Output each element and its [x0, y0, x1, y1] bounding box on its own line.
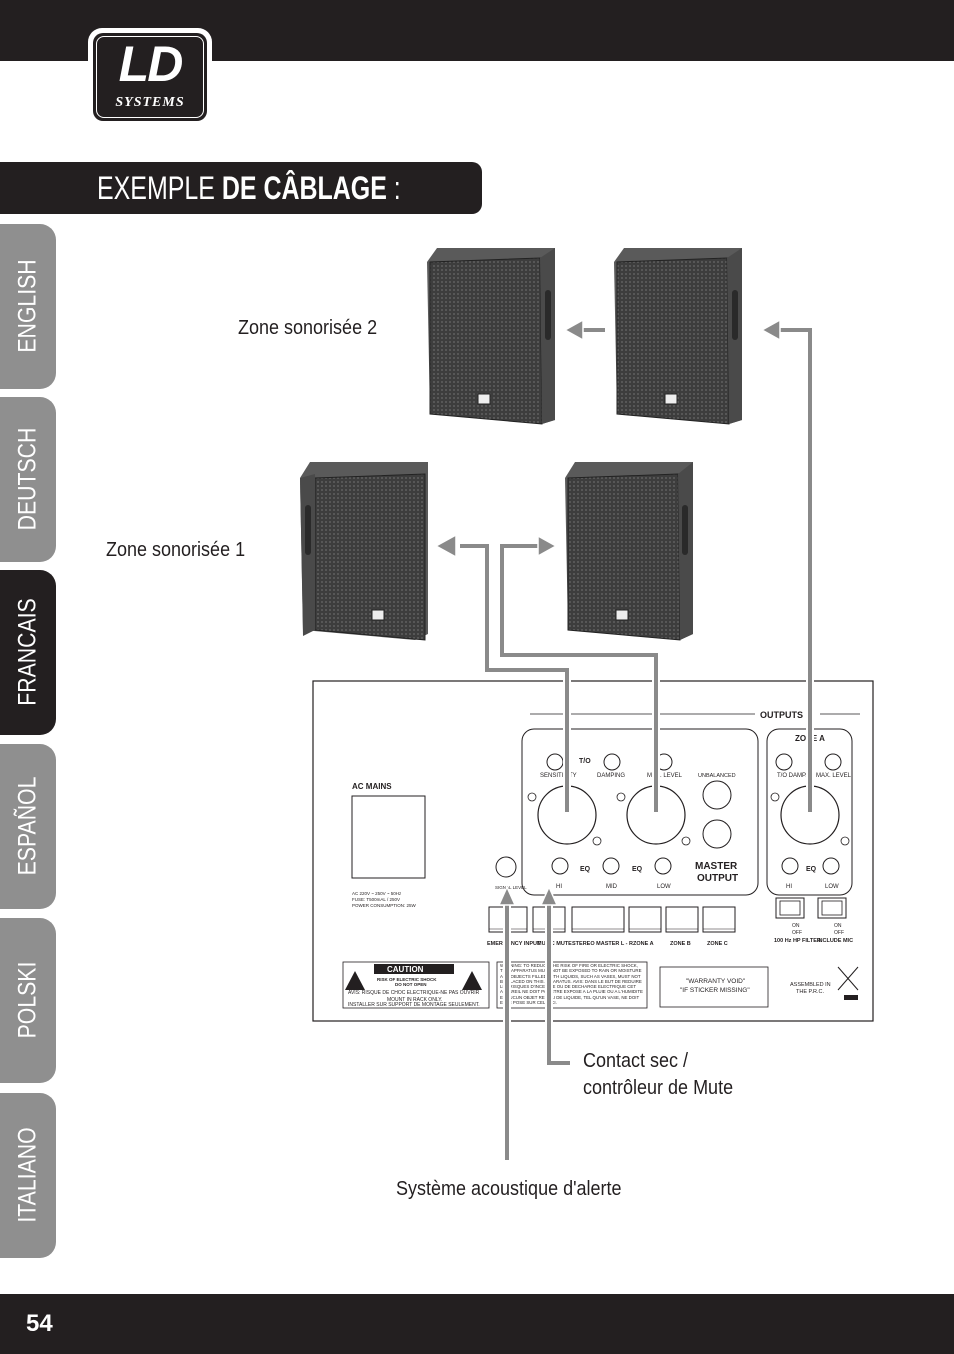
panel-ac-spec-1: AC 220V ~ 250V ~ 50Hz — [352, 891, 402, 896]
panel-unbalanced-label: UNBALANCED — [698, 773, 736, 779]
panel-music-mute-label: MUSIC MUTE — [537, 941, 572, 947]
panel-to-damp-label: T/O DAMP. — [777, 773, 807, 779]
tab-english[interactable]: ENGLISH — [0, 224, 56, 389]
cables — [434, 318, 814, 1160]
panel-zone-a-terminal-label: ZONE A — [633, 941, 654, 947]
contact-label-line2: contrôleur de Mute — [583, 1077, 734, 1099]
panel-warranty-2: "IF STICKER MISSING" — [680, 987, 750, 994]
panel-zone-hi-label: HI — [786, 884, 792, 890]
panel-warranty-1: "WARRANTY VOID" — [686, 978, 746, 985]
panel-emergency-label: EMERGENCY INPUT — [487, 941, 541, 947]
panel-on-label: ON — [792, 923, 800, 929]
page-title: EXEMPLE DE CÂBLAGE : — [97, 170, 401, 206]
panel-mount-label-1: MOUNT IN RACK ONLY. — [387, 997, 442, 1003]
panel-hi-label: HI — [556, 884, 562, 890]
tab-italiano[interactable]: ITALIANO — [0, 1093, 56, 1258]
panel-eq-label-2: EQ — [632, 866, 643, 873]
panel-assembled-1: ASSEMBLED IN — [790, 982, 831, 988]
panel-assembled-2: THE P.R.C. — [796, 989, 824, 995]
panel-mid-label: MID — [606, 884, 618, 890]
tab-espanol[interactable]: ESPAÑOL — [0, 744, 56, 909]
panel-eq-label: EQ — [580, 866, 591, 873]
speaker-zone1-right — [565, 462, 693, 641]
alert-system-label: Système acoustique d'alerte — [396, 1178, 622, 1200]
panel-signal-level-label: SIGNAL LEVEL — [495, 885, 527, 890]
panel-include-mic-label: INCLUDE MIC — [817, 938, 853, 944]
panel-labels: OUTPUTS ZONE A AC MAINS AC 220V ~ 250V ~… — [348, 710, 853, 1008]
page-number: 54 — [26, 1310, 53, 1337]
panel-ac-spec-2: FUSE: T500mAL / 250V — [352, 897, 400, 902]
panel-zone-eq-label: EQ — [806, 866, 817, 873]
wiring-diagram: OUTPUTS ZONE A AC MAINS AC 220V ~ 250V ~… — [300, 248, 874, 1160]
panel-damping-label: DAMPING — [597, 773, 625, 779]
speaker-zone2-right — [614, 248, 742, 425]
panel-master-label-2: OUTPUT — [697, 873, 738, 884]
panel-zone-max-level-label: MAX. LEVEL — [816, 773, 852, 779]
zone-1-label: Zone sonorisée 1 — [106, 539, 246, 561]
panel-hp-filter-label: 100 Hz HP FILTER — [774, 938, 821, 944]
ld-systems-logo: LD SYSTEMS — [88, 28, 212, 126]
speaker-zone2-left — [427, 248, 555, 425]
panel-caution-sub-1: RISK OF ELECTRIC SHOCK — [377, 977, 437, 982]
panel-on-label-2: ON — [834, 923, 842, 929]
contact-label-line1: Contact sec / — [583, 1050, 689, 1072]
panel-sensitivity-label: SENSITIVITY — [540, 773, 577, 779]
panel-ac-spec-3: POWER CONSUMPTION: 25W — [352, 903, 417, 908]
panel-to-label: T/O — [579, 758, 591, 765]
logo-subtext: SYSTEMS — [115, 95, 185, 110]
logo-text: LD — [118, 36, 184, 92]
panel-caution-sub-2: DO NOT OPEN — [395, 982, 427, 987]
panel-low-label: LOW — [657, 884, 671, 890]
speaker-zone1-left — [300, 462, 428, 641]
panel-off-label-2: OFF — [834, 930, 844, 936]
panel-zone-low-label: LOW — [825, 884, 839, 890]
panel-warning-text: WARNING: TO REDUCE THE RISK OF FIRE OR E… — [500, 963, 643, 1006]
panel-avis-label: AVIS: RISQUE DE CHOC ELECTRIQUE-NE PAS O… — [348, 990, 480, 996]
panel-zone-b-terminal-label: ZONE B — [670, 941, 691, 947]
panel-master-label-1: MASTER — [695, 861, 738, 872]
tab-francais[interactable]: FRANCAIS — [0, 570, 56, 735]
panel-zone-c-terminal-label: ZONE C — [707, 941, 728, 947]
panel-outputs-label: OUTPUTS — [760, 710, 803, 720]
bottom-bar — [0, 1294, 954, 1354]
tab-deutsch[interactable]: DEUTSCH — [0, 397, 56, 562]
zone-2-label: Zone sonorisée 2 — [238, 317, 378, 339]
panel-max-level-label: MAX. LEVEL — [647, 773, 683, 779]
title-bar — [0, 162, 482, 214]
panel-off-label: OFF — [792, 930, 802, 936]
panel-mount-label-2: INSTALLER SUR SUPPORT DE MONTAGE SEULEME… — [348, 1002, 480, 1008]
tab-polski[interactable]: POLSKI — [0, 918, 56, 1083]
panel-caution-label: CAUTION — [387, 965, 424, 974]
panel-stereo-master-label: STEREO MASTER L - R — [572, 941, 633, 947]
panel-ac-mains-label: AC MAINS — [352, 782, 392, 791]
